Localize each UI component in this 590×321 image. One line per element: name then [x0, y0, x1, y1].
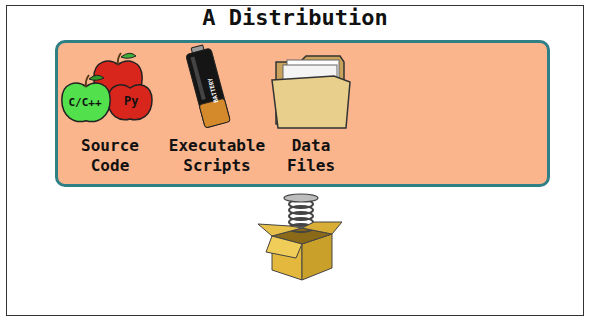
language-tag: Py	[124, 94, 138, 108]
jack-in-the-box	[258, 194, 342, 280]
item-label: Executable Scripts	[157, 136, 277, 176]
item-label: Data Files	[275, 136, 347, 176]
diagram-title: A Distribution	[0, 5, 590, 30]
group-box: Source CodeExecutable ScriptsData Files	[55, 40, 550, 187]
language-tag: C/C++	[69, 96, 102, 109]
item-label: Source Code	[70, 136, 150, 176]
